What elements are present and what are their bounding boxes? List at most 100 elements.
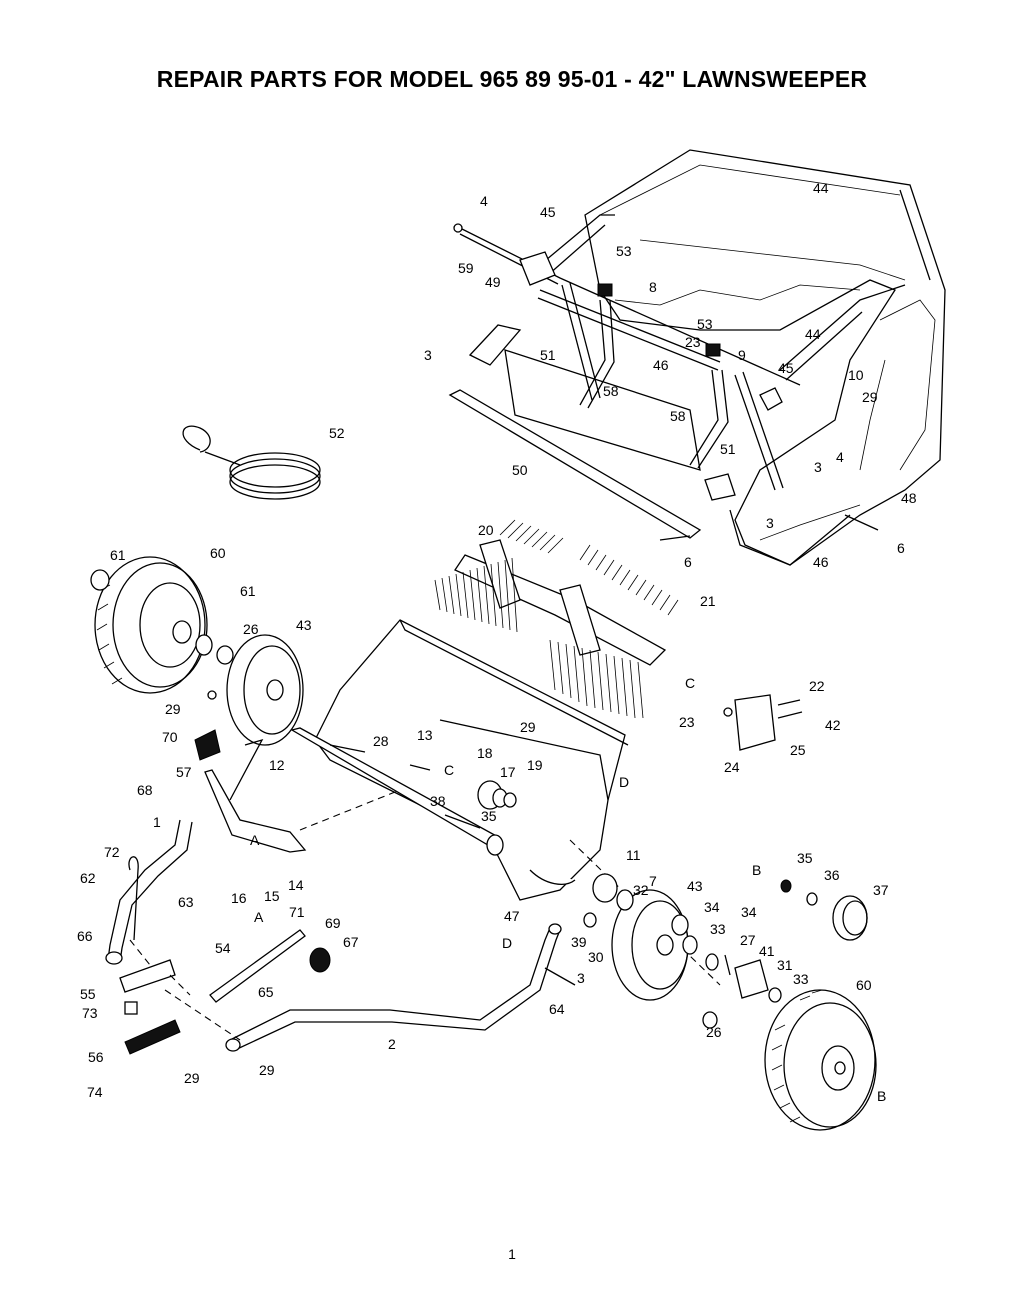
callout-51: 51 [540,347,556,363]
callout-4: 4 [480,193,488,209]
callout-63: 63 [178,894,194,910]
callout-60: 60 [856,977,872,993]
callout-29: 29 [520,719,536,735]
callout-34: 34 [704,899,720,915]
callout-42: 42 [825,717,841,733]
callout-35: 35 [481,808,497,824]
callout-50: 50 [512,462,528,478]
callout-33: 33 [710,921,726,937]
callout-27: 27 [740,932,756,948]
callout-12: 12 [269,757,285,773]
callout-6: 6 [897,540,905,556]
right-wheel-60 [764,989,877,1131]
callout-43: 43 [296,617,312,633]
callout-69: 69 [325,915,341,931]
callout-d: D [619,774,629,790]
callout-53: 53 [616,243,632,259]
callout-36: 36 [824,867,840,883]
callout-29: 29 [259,1062,275,1078]
callout-51: 51 [720,441,736,457]
callout-33: 33 [793,971,809,987]
callout-d: D [502,935,512,951]
callout-29: 29 [862,389,878,405]
callout-49: 49 [485,274,501,290]
callout-53: 53 [697,316,713,332]
callout-62: 62 [80,870,96,886]
handles [105,729,562,1055]
center-housing [290,619,629,901]
callout-55: 55 [80,986,96,1002]
callout-29: 29 [184,1070,200,1086]
callout-26: 26 [706,1024,722,1040]
callout-38: 38 [430,793,446,809]
callout-57: 57 [176,764,192,780]
callout-20: 20 [478,522,494,538]
callout-34: 34 [741,904,757,920]
callout-71: 71 [289,904,305,920]
callout-13: 13 [417,727,433,743]
callout-72: 72 [104,844,120,860]
callout-46: 46 [813,554,829,570]
callout-21: 21 [700,593,716,609]
page-title: REPAIR PARTS FOR MODEL 965 89 95-01 - 42… [156,66,868,92]
callout-73: 73 [82,1005,98,1021]
callout-74: 74 [87,1084,103,1100]
callout-8: 8 [649,279,657,295]
callout-18: 18 [477,745,493,761]
callout-37: 37 [873,882,889,898]
left-wheel-60 [90,556,213,694]
callout-24: 24 [724,759,740,775]
assembly-lines [129,789,721,1041]
callout-61: 61 [110,547,126,563]
callout-14: 14 [288,877,304,893]
callout-65: 65 [258,984,274,1000]
callout-25: 25 [790,742,806,758]
callout-52: 52 [329,425,345,441]
callout-17: 17 [500,764,516,780]
callout-b: B [752,862,761,878]
callout-7: 7 [649,873,657,889]
brush-bracket-24 [723,694,803,751]
callout-3: 3 [424,347,432,363]
callout-2: 2 [388,1036,396,1052]
callout-70: 70 [162,729,178,745]
callout-31: 31 [777,957,793,973]
callout-67: 67 [343,934,359,950]
callout-c: C [685,675,695,691]
callout-23: 23 [685,334,701,350]
callout-1: 1 [153,814,161,830]
callout-26: 26 [243,621,259,637]
callout-a: A [254,909,264,925]
callout-44: 44 [805,326,821,342]
callout-44: 44 [813,180,829,196]
hub-cap-parts [780,879,868,941]
page-number: 1 [508,1246,516,1262]
callout-46: 46 [653,357,669,373]
callout-9: 9 [738,347,746,363]
callout-64: 64 [549,1001,565,1017]
callout-60: 60 [210,545,226,561]
callout-39: 39 [571,934,587,950]
callout-61: 61 [240,583,256,599]
callout-16: 16 [231,890,247,906]
callout-28: 28 [373,733,389,749]
hopper-assembly [448,149,946,566]
callout-3: 3 [766,515,774,531]
callout-a: A [250,832,260,848]
callout-58: 58 [670,408,686,424]
callout-22: 22 [809,678,825,694]
callout-45: 45 [778,360,794,376]
callout-59: 59 [458,260,474,276]
callout-54: 54 [215,940,231,956]
callout-32: 32 [633,882,649,898]
callout-48: 48 [901,490,917,506]
callout-15: 15 [264,888,280,904]
callout-41: 41 [759,943,775,959]
brush-assembly [434,519,679,719]
callout-labels: 4 45 44 53 59 49 8 53 44 23 3 51 46 9 45… [77,180,917,1104]
callout-c: C [444,762,454,778]
right-gear-housing-43 [544,873,782,1029]
callout-66: 66 [77,928,93,944]
callout-11: 11 [626,847,641,863]
